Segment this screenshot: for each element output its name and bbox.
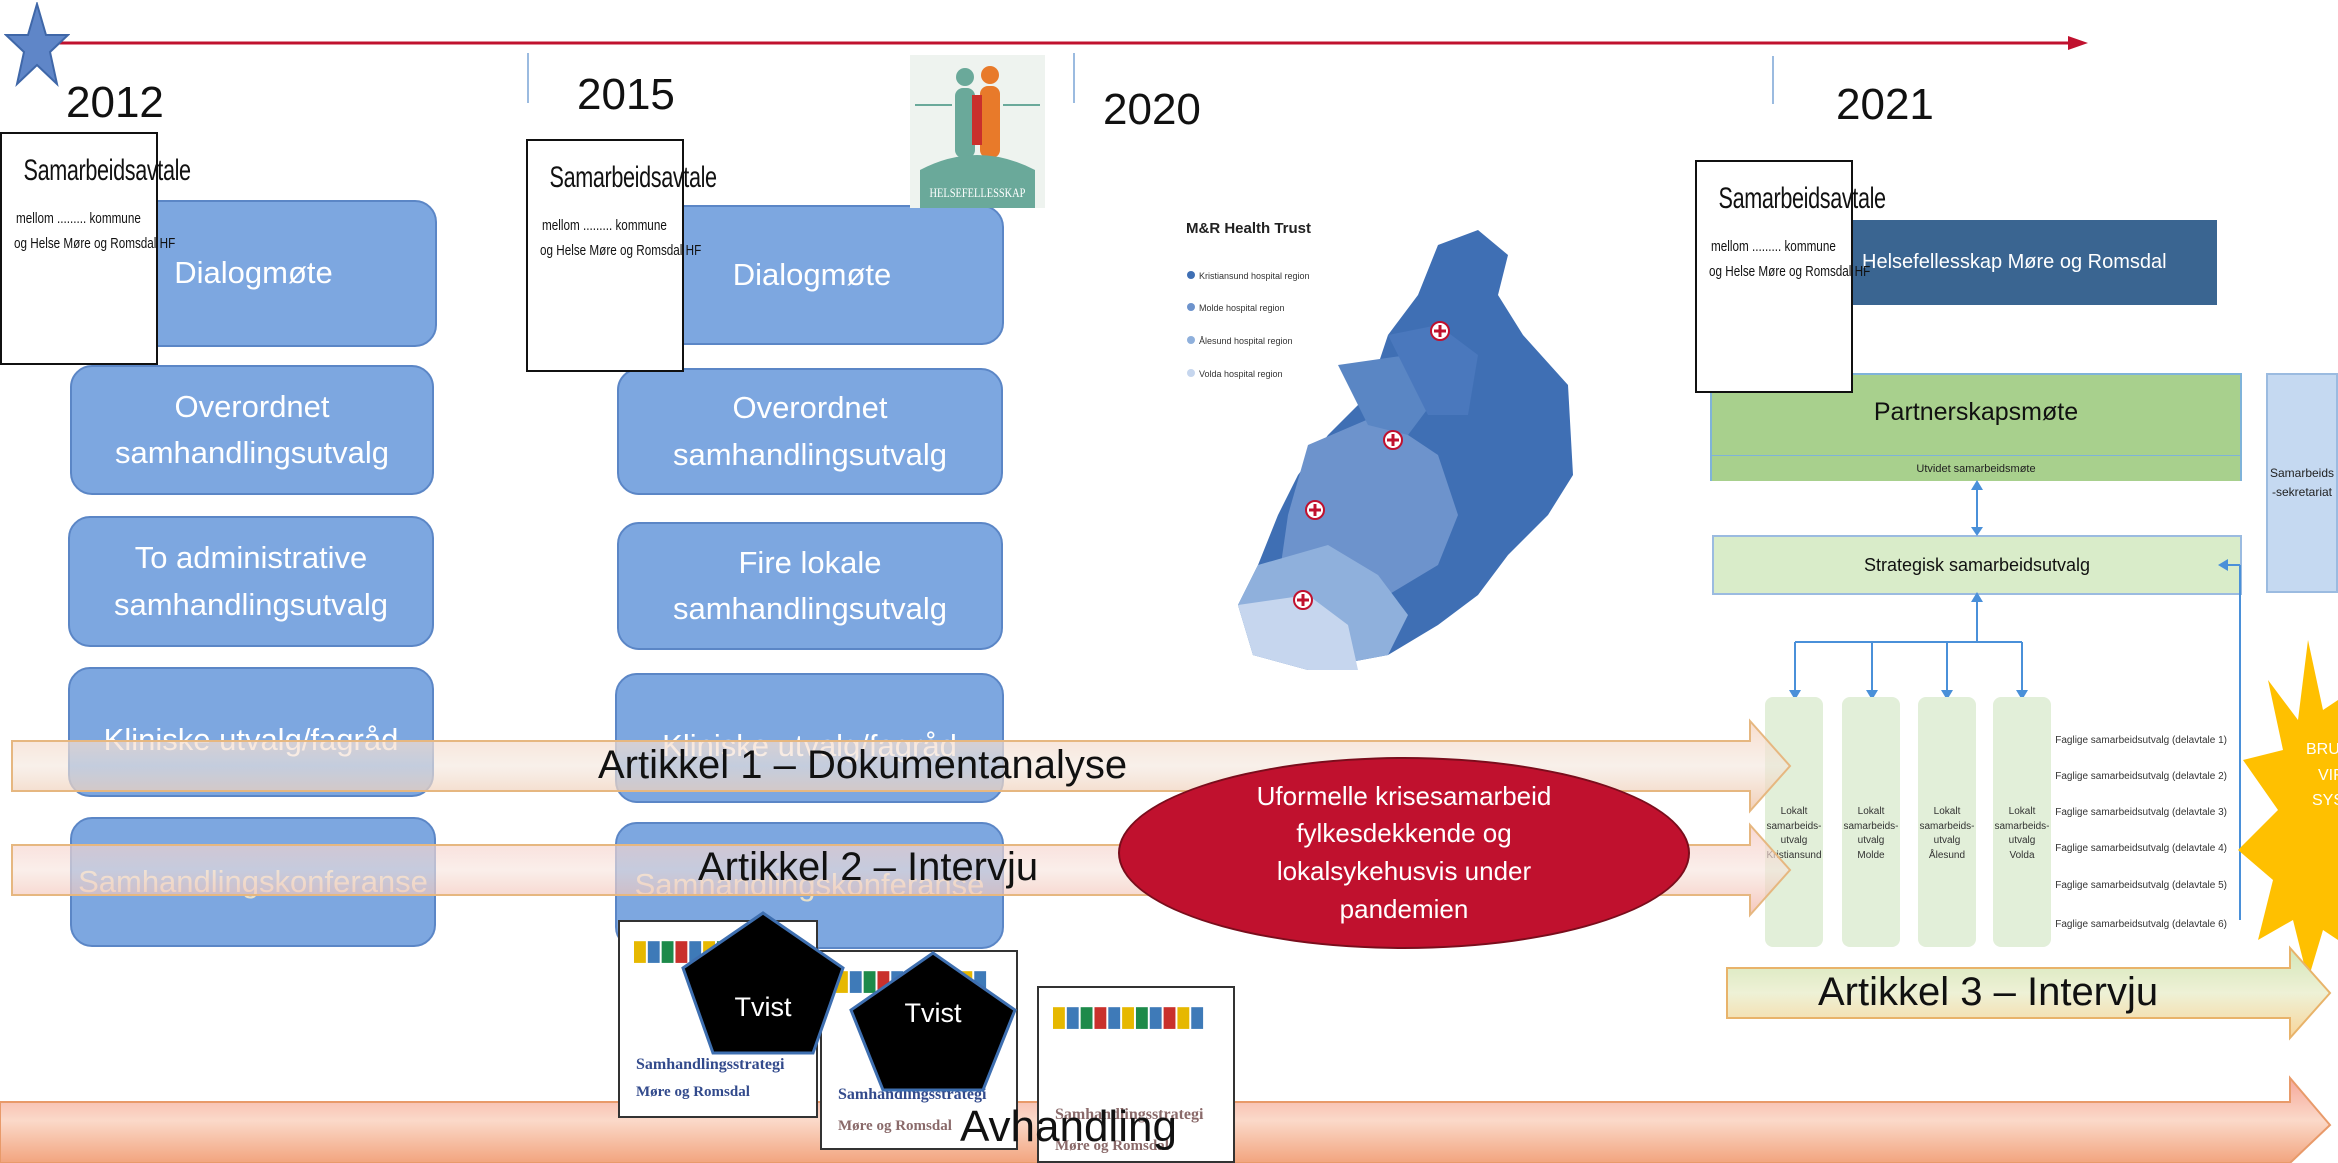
article-3-label: Artikkel 3 – Intervju <box>1818 970 2159 1014</box>
faglige-utvalg-4: Faglige samarbeidsutvalg (delavtale 4) <box>2055 843 2227 854</box>
map-legend-item: Ålesund hospital region <box>1187 336 1293 346</box>
agreement-2012: Samarbeidsavtale mellom ......... kommun… <box>0 132 191 365</box>
timeline-tick <box>1073 53 1075 103</box>
strategy-title: Samhandlingsstrategi <box>636 1056 785 1073</box>
logo-text: HELSEFELLESSKAP <box>929 185 1026 200</box>
map-legend-item: Molde hospital region <box>1187 303 1285 313</box>
map-legend-item: Kristiansund hospital region <box>1187 271 1310 281</box>
legend-label: Molde hospital region <box>1199 303 1285 313</box>
star-icon <box>4 2 70 87</box>
year-2021: 2021 <box>1836 80 1934 129</box>
agreement-line1: mellom ......... kommune <box>1711 238 1836 255</box>
samarbeidssekretariat-box: Samarbeids-sekretariat <box>2266 373 2338 593</box>
crisis-ellipse: Uformelle krisesamarbeid fylkesdekkende … <box>1118 757 1690 949</box>
strategy-title: Samhandlingsstrategi <box>1055 1106 1204 1123</box>
legend-dot <box>1187 303 1195 311</box>
utvidet-samarbeidsmote: Utvidet samarbeidsmøte <box>1712 455 2240 481</box>
legend-label: Kristiansund hospital region <box>1199 271 1310 281</box>
legend-dot <box>1187 369 1195 377</box>
agreement-2021: Samarbeidsavtale mellom ......... kommun… <box>1695 160 1886 393</box>
article-1-label: Artikkel 1 – Dokumentanalyse <box>598 743 1128 787</box>
article-2-label: Artikkel 2 – Intervju <box>698 845 1039 889</box>
agreement-line1: mellom ......... kommune <box>542 217 667 234</box>
year-2012: 2012 <box>66 78 164 127</box>
coat-of-arms-icons <box>1053 1007 1204 1029</box>
map-legend-item: Volda hospital region <box>1187 369 1283 379</box>
tvist-pentagon-2 <box>849 951 1017 1092</box>
box-2015-fire-lokale: Fire lokale samhandlingsutvalg <box>617 522 1003 650</box>
faglige-utvalg-5: Faglige samarbeidsutvalg (delavtale 5) <box>2055 880 2227 891</box>
county-map-shape <box>1238 230 1573 670</box>
tvist-pentagon-1 <box>681 911 845 1055</box>
faglige-utvalg-2: Faglige samarbeidsutvalg (delavtale 2) <box>2055 771 2227 782</box>
partnerskapsmote-title: Partnerskapsmøte <box>1873 397 2079 426</box>
strategy-doc-3: Samhandlingsstrategi Møre og Romsdal <box>1037 986 1235 1163</box>
year-2020: 2020 <box>1103 85 1201 134</box>
strategy-subtitle: Møre og Romsdal <box>838 1118 952 1134</box>
timeline-tick <box>1772 56 1774 104</box>
faglige-utvalg-1: Faglige samarbeidsutvalg (delavtale 1) <box>2055 735 2227 746</box>
org-connectors <box>1789 480 2241 920</box>
samarbeidssekretariat-label: Samarbeids-sekretariat <box>2269 465 2335 499</box>
legend-label: Volda hospital region <box>1199 369 1283 379</box>
legend-label: Ålesund hospital region <box>1199 336 1293 346</box>
strategy-subtitle: Møre og Romsdal <box>1055 1138 1169 1154</box>
box-2012-administrative: To administrative samhandlingsutvalg <box>68 516 434 647</box>
timeline <box>40 36 2088 50</box>
health-trust-map: M&R Health Trust Kristiansund hospital r… <box>1178 185 1578 675</box>
strategy-subtitle: Møre og Romsdal <box>636 1084 750 1100</box>
map-title: M&R Health Trust <box>1186 220 1312 237</box>
legend-dot <box>1187 271 1195 279</box>
strategisk-samarbeidsutvalg: Strategisk samarbeidsutvalg <box>1712 535 2242 595</box>
box-2012-overordnet: Overordnet samhandlingsutvalg <box>70 365 434 495</box>
timeline-tick <box>527 53 529 103</box>
tvist-label-2: Tvist <box>904 998 962 1028</box>
agreement-line1: mellom ......... kommune <box>16 210 141 227</box>
crisis-text: Uformelle krisesamarbeid fylkesdekkende … <box>1256 780 1552 924</box>
thesis-label: Avhandling <box>960 1102 1177 1151</box>
faglige-utvalg-6: Faglige samarbeidsutvalg (delavtale 6) <box>2055 919 2227 930</box>
starburst-icon <box>2238 640 2338 980</box>
tvist-label-1: Tvist <box>734 992 792 1022</box>
helsefellesskap-logo: HELSEFELLESSKAP <box>910 55 1045 208</box>
faglige-utvalg-3: Faglige samarbeidsutvalg (delavtale 3) <box>2055 807 2227 818</box>
starburst-text: BRUK VIR SYST <box>2306 741 2338 810</box>
year-2015: 2015 <box>577 70 675 119</box>
people-icon <box>915 66 1040 208</box>
legend-dot <box>1187 336 1195 344</box>
box-2015-overordnet: Overordnet samhandlingsutvalg <box>617 368 1003 495</box>
helsefellesskap-header: Helsefellesskap Møre og Romsdal <box>1850 220 2217 305</box>
